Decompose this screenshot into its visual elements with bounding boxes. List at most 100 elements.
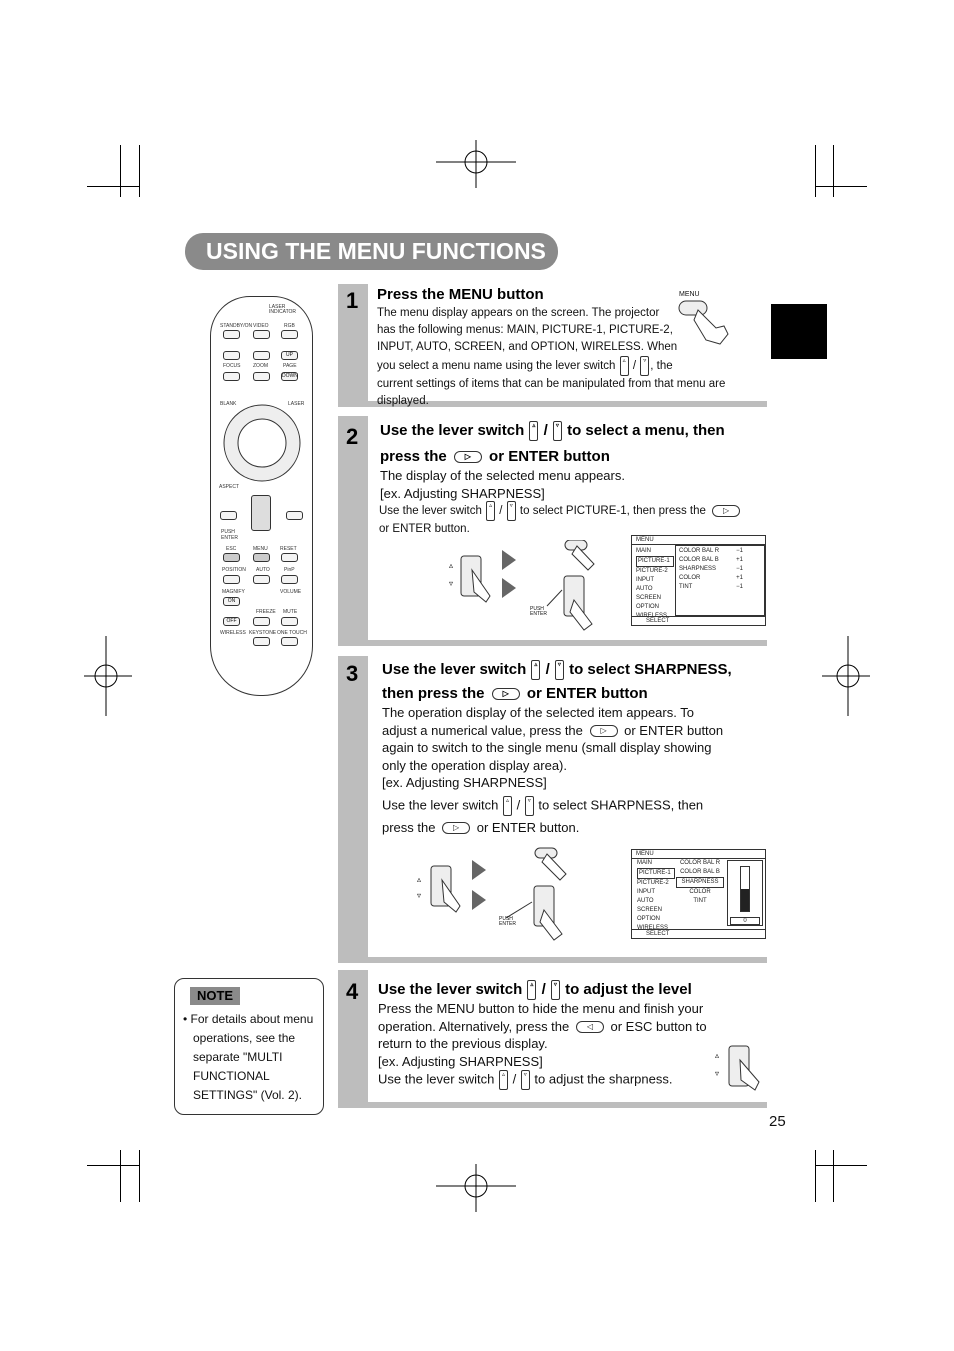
- remote-video-button: [253, 330, 270, 339]
- lever-down-icon: ▿: [524, 795, 534, 816]
- screen-footer: SELECT: [632, 929, 765, 938]
- screen-settings: COLOR BAL R−1 COLOR BAL B+1 SHARPNESS−1 …: [675, 545, 765, 616]
- setting-name-selected: SHARPNESS: [676, 877, 724, 888]
- setting-value: −1: [736, 548, 743, 554]
- step2-heading-part: Use the lever switch: [380, 421, 525, 439]
- enter-right-icon: ▷: [491, 688, 520, 701]
- remote-freeze-label: FREEZE: [256, 609, 276, 615]
- step2-line: The display of the selected menu appears…: [380, 468, 625, 483]
- step1-number: 1: [346, 288, 359, 313]
- remote-focus-label: FOCUS: [223, 363, 241, 369]
- step2-line: [ex. Adjusting SHARPNESS]: [380, 485, 545, 501]
- step3-line: press the: [382, 819, 436, 835]
- note-line: SETTINGS" (Vol. 2).: [193, 1088, 302, 1102]
- remote-keystone-button: [253, 637, 270, 646]
- remote-reset-button: [281, 553, 298, 562]
- step1-line: , the: [650, 360, 673, 373]
- screen-slider-panel: 0: [727, 860, 763, 926]
- slider-value: 0: [730, 917, 760, 925]
- remote-standby-label: STANDBY/ON: [220, 323, 253, 329]
- step4-line: [ex. Adjusting SHARPNESS]: [378, 1053, 543, 1069]
- remote-left-button: [220, 511, 237, 520]
- screen-menu-item: AUTO: [637, 898, 654, 904]
- remote-magnify-label: MAGNIFY: [222, 589, 245, 595]
- screen-menu-item: MAIN: [636, 548, 651, 554]
- step4-line: or ESC button to: [610, 1018, 707, 1034]
- note-text: • For details about menu operations, see…: [183, 1010, 318, 1105]
- registration-mark-left: [84, 636, 132, 716]
- registration-mark-right: [822, 636, 870, 716]
- remote-focus-plus: [223, 351, 240, 360]
- screen-footer: SELECT: [632, 616, 765, 625]
- step4-line: Use the lever switch: [378, 1071, 495, 1087]
- remote-one-touch-button: [281, 637, 298, 646]
- remote-zoom-minus: [253, 372, 270, 381]
- step4-line: to adjust the sharpness.: [534, 1071, 673, 1087]
- remote-one-touch-label: ONE TOUCH: [277, 630, 307, 636]
- remote-page-label: PAGE: [283, 363, 297, 369]
- step3-band: [338, 656, 368, 962]
- remote-zoom-plus: [253, 351, 270, 360]
- screen-header: MENU: [632, 850, 765, 859]
- enter-right-icon: ▷: [712, 505, 741, 517]
- step2-text: The display of the selected menu appears…: [380, 467, 765, 502]
- step1-bottom-rule: [338, 401, 767, 407]
- step4-line: Press the MENU button to hide the menu a…: [378, 1001, 704, 1016]
- screen-header: MENU: [632, 536, 765, 545]
- step3-line: again to switch to the single menu (smal…: [382, 740, 712, 755]
- step3-number: 3: [346, 661, 359, 686]
- lever-up-icon: ▵: [531, 660, 541, 680]
- remote-zoom-label: ZOOM: [253, 363, 268, 369]
- step4-bottom-rule: [338, 1102, 767, 1108]
- step2-number: 2: [346, 424, 359, 449]
- lever-up-icon: ▵: [529, 421, 539, 441]
- svg-text:▵: ▵: [449, 561, 453, 570]
- lever-down-icon: ▿: [640, 356, 650, 376]
- step3-heading-part: Use the lever switch: [382, 660, 527, 678]
- remote-video-label: VIDEO: [253, 323, 269, 329]
- step3-heading-part: then press the: [382, 685, 485, 702]
- lever-down-icon: ▿: [552, 421, 562, 441]
- remote-control-illustration: LASER INDICATOR STANDBY/ON VIDEO RGB UP …: [210, 296, 313, 696]
- step2-bottom-rule: [338, 640, 767, 646]
- setting-name: COLOR BAL B: [679, 557, 719, 563]
- step3-bottom-rule: [338, 957, 767, 963]
- slider-track: [740, 866, 750, 912]
- step4-line: operation. Alternatively, press the: [378, 1018, 570, 1034]
- step1-line: The menu display appears on the screen. …: [377, 307, 660, 319]
- step1-line: you select a menu name using the lever s…: [377, 360, 616, 373]
- screen-menu-item: PICTURE-2: [636, 568, 668, 574]
- note-line: separate "MULTI: [193, 1050, 283, 1064]
- step3-line: or ENTER button: [624, 722, 724, 738]
- enter-right-icon: ▷: [589, 725, 618, 738]
- step4-text: Press the MENU button to hide the menu a…: [378, 1000, 763, 1090]
- step2-heading-part: press the: [380, 448, 447, 465]
- remote-esc-button: [223, 553, 240, 562]
- lever-up-icon: ▵: [498, 1070, 508, 1090]
- step3-line: only the operation display area).: [382, 757, 568, 773]
- screen-menu-item: MAIN: [637, 860, 652, 866]
- setting-value: −1: [736, 566, 743, 572]
- step1-menu-label: MENU: [679, 291, 700, 298]
- remote-blank-label: BLANK: [220, 401, 237, 407]
- note-label: NOTE: [190, 987, 240, 1005]
- step4-hand-lever-illustration: ▵▿: [715, 1045, 760, 1091]
- setting-name: SHARPNESS: [679, 566, 717, 572]
- remote-keystone-label: KEYSTONE: [249, 630, 277, 636]
- step2-hand-illustration: ▵▿: [449, 540, 595, 631]
- step2-menu-screen: MENU MAIN PICTURE-1 PICTURE-2 INPUT AUTO…: [631, 535, 766, 626]
- setting-value: +1: [736, 557, 743, 563]
- step3-line: adjust a numerical value, press the: [382, 722, 583, 738]
- step3-heading-line2: then press the ▷ or ENTER button: [382, 685, 648, 702]
- step2-push-enter: PUSH ENTER: [530, 606, 547, 617]
- remote-right-button: [286, 511, 303, 520]
- step1-heading: Press the MENU button: [377, 286, 544, 303]
- remote-volume-label: VOLUME: [280, 589, 302, 595]
- remote-laser-indicator-label: LASER INDICATOR: [269, 304, 297, 315]
- remote-auto-button: [253, 575, 270, 584]
- setting-value: +1: [736, 575, 743, 581]
- remote-lever-switch: [251, 495, 271, 531]
- lever-down-icon: ▿: [520, 1070, 530, 1090]
- screen-menu-item: WIRELESS: [637, 925, 669, 931]
- screen-menu-item: OPTION: [636, 604, 660, 610]
